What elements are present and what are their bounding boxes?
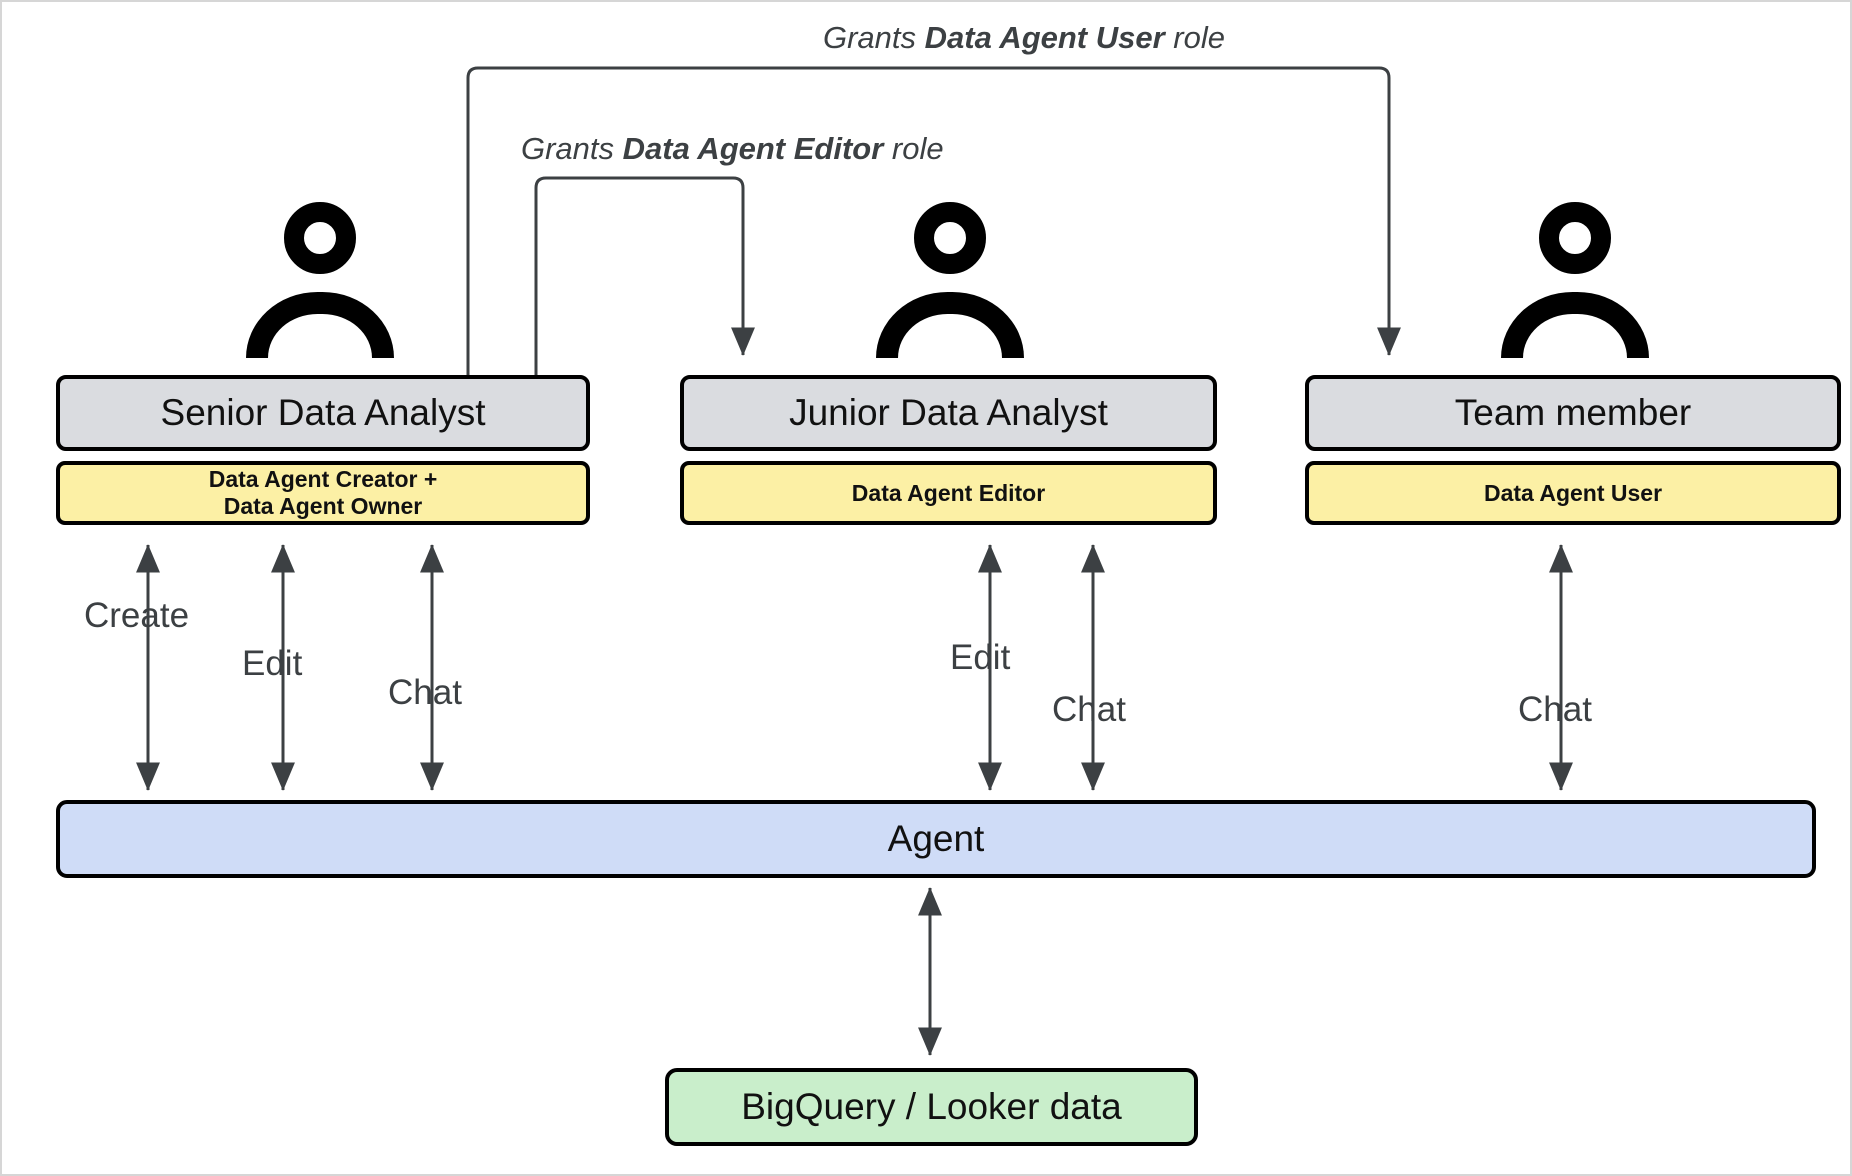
flow-label-senior-create: Create — [84, 596, 190, 635]
person-icon-senior — [240, 200, 400, 360]
person-head-icon — [914, 202, 986, 274]
persona-badge-senior[interactable]: Data Agent Creator + Data Agent Owner — [56, 461, 590, 525]
grant-editor-connector — [534, 176, 755, 375]
flow-label-senior-chat: Chat — [388, 673, 462, 712]
datasource-node[interactable]: BigQuery / Looker data — [665, 1068, 1198, 1146]
persona-header-team[interactable]: Team member — [1305, 375, 1841, 451]
person-body-icon — [246, 292, 394, 358]
grant-user-label: Grants Data Agent User role — [823, 20, 1225, 56]
grant-user-role: Data Agent User — [924, 20, 1165, 55]
grant-editor-label: Grants Data Agent Editor role — [521, 131, 944, 167]
person-head-icon — [1539, 202, 1611, 274]
persona-badge-team[interactable]: Data Agent User — [1305, 461, 1841, 525]
datasource-label: BigQuery / Looker data — [741, 1085, 1122, 1127]
persona-badge-line-1: Data Agent Creator + — [208, 466, 438, 493]
persona-title-junior: Junior Data Analyst — [789, 391, 1108, 433]
persona-badge-line-1: Data Agent User — [1483, 479, 1663, 506]
persona-badge-junior[interactable]: Data Agent Editor — [680, 461, 1217, 525]
persona-badge-line-1: Data Agent Editor — [851, 479, 1046, 506]
persona-header-junior[interactable]: Junior Data Analyst — [680, 375, 1217, 451]
grant-editor-role: Data Agent Editor — [622, 131, 884, 166]
flow-label-senior-edit: Edit — [242, 644, 303, 683]
grant-user-prefix: Grants — [823, 20, 925, 55]
person-icon-team — [1495, 200, 1655, 360]
persona-badge-line-2: Data Agent Owner — [223, 493, 423, 519]
agent-label: Agent — [887, 817, 985, 859]
person-head-icon — [284, 202, 356, 274]
grant-user-connector — [466, 66, 1401, 375]
persona-title-senior: Senior Data Analyst — [160, 391, 486, 433]
flow-label-junior-chat: Chat — [1052, 690, 1126, 729]
persona-title-team: Team member — [1454, 391, 1692, 433]
flow-label-junior-edit: Edit — [950, 638, 1011, 677]
person-body-icon — [876, 292, 1024, 358]
person-icon-junior — [870, 200, 1030, 360]
flow-label-team-chat: Chat — [1518, 690, 1592, 729]
agent-node[interactable]: Agent — [56, 800, 1816, 878]
persona-header-senior[interactable]: Senior Data Analyst — [56, 375, 590, 451]
person-body-icon — [1501, 292, 1649, 358]
grant-editor-prefix: Grants — [521, 131, 623, 166]
grant-user-suffix: role — [1164, 20, 1225, 55]
grant-editor-suffix: role — [883, 131, 944, 166]
